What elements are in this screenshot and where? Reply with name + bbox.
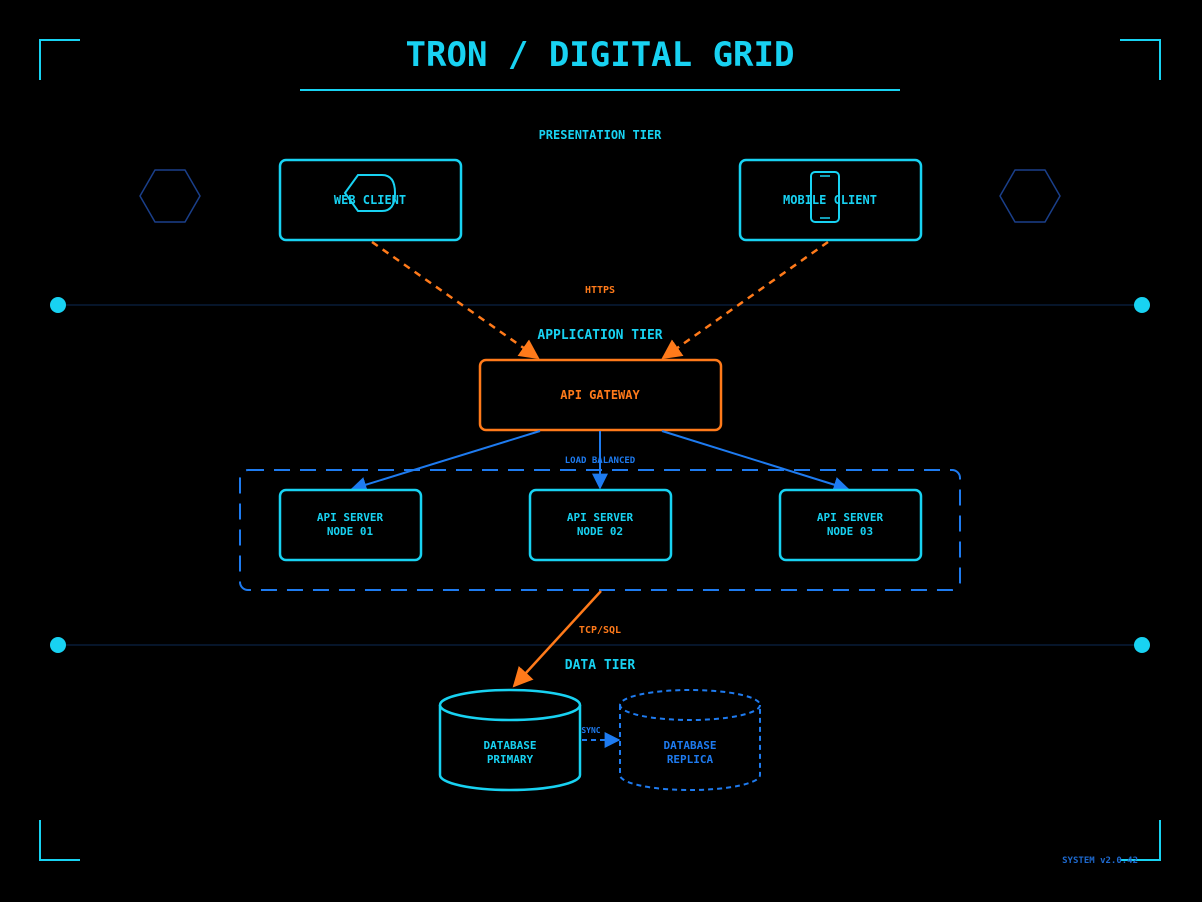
api-server-node-02[interactable]: API SERVER NODE 02 [528, 488, 673, 562]
database-cylinder-icon [619, 705, 761, 791]
separator-dot [1134, 297, 1150, 313]
server-label-line2: NODE 02 [577, 525, 623, 538]
tier-separator-bottom [50, 637, 1150, 653]
server-label-line2: NODE 01 [327, 525, 374, 538]
corner-bottom-left [39, 820, 80, 861]
corner-top-right [1120, 39, 1161, 80]
db-label-line2: PRIMARY [487, 753, 534, 766]
hexagon-left-icon [139, 169, 201, 223]
server-label-line1: API SERVER [817, 511, 884, 524]
api-server-node-03[interactable]: API SERVER NODE 03 [778, 488, 923, 562]
corner-brackets [39, 39, 1161, 861]
page-title: TRON / DIGITAL GRID [406, 35, 795, 75]
tier-label-presentation: PRESENTATION TIER [539, 128, 663, 142]
database-primary-node[interactable]: DATABASE PRIMARY [438, 688, 582, 792]
mobile-phone-icon [810, 171, 840, 223]
web-client-node[interactable]: WEB CLIENT [278, 158, 463, 242]
database-cylinder-icon [438, 705, 582, 792]
tier-label-data: DATA TIER [565, 658, 636, 673]
server-label-line1: API SERVER [567, 511, 634, 524]
tier-label-application: APPLICATION TIER [537, 328, 662, 343]
db-label-line2: REPLICA [667, 753, 714, 766]
edge-label-https: HTTPS [585, 285, 615, 296]
web-client-label: WEB CLIENT [334, 193, 406, 207]
edge-label-tcp-sql: TCP/SQL [579, 625, 621, 636]
corner-top-left [39, 39, 80, 80]
separator-dot [1134, 637, 1150, 653]
database-replica-node[interactable]: DATABASE REPLICA [619, 689, 761, 791]
db-label-line1: DATABASE [664, 739, 717, 752]
api-gateway-label: API GATEWAY [560, 388, 640, 402]
system-version: SYSTEM v2.0.42 [1062, 856, 1138, 866]
edge-gateway-to-node-01 [350, 430, 541, 493]
server-label-line1: API SERVER [317, 511, 384, 524]
edge-label-sync: SYNC [581, 726, 600, 735]
db-label-line1: DATABASE [484, 739, 537, 752]
browser-icon [343, 174, 397, 212]
separator-dot [50, 297, 66, 313]
edge-web-to-gateway [371, 240, 540, 360]
server-label-line2: NODE 03 [827, 525, 873, 538]
mobile-client-label: MOBILE CLIENT [783, 193, 877, 207]
tier-separator-top [50, 297, 1150, 313]
hexagon-right-icon [999, 169, 1061, 223]
edge-mobile-to-gateway [661, 240, 829, 360]
api-gateway-node[interactable]: API GATEWAY [478, 358, 723, 432]
corner-bottom-right [1120, 820, 1161, 861]
separator-dot [50, 637, 66, 653]
edge-label-load-balanced: LOAD BALANCED [565, 456, 636, 466]
edge-gateway-to-node-03 [661, 430, 850, 493]
api-server-node-01[interactable]: API SERVER NODE 01 [278, 488, 423, 562]
mobile-client-node[interactable]: MOBILE CLIENT [738, 158, 923, 242]
edge-cluster-to-db [512, 590, 602, 688]
